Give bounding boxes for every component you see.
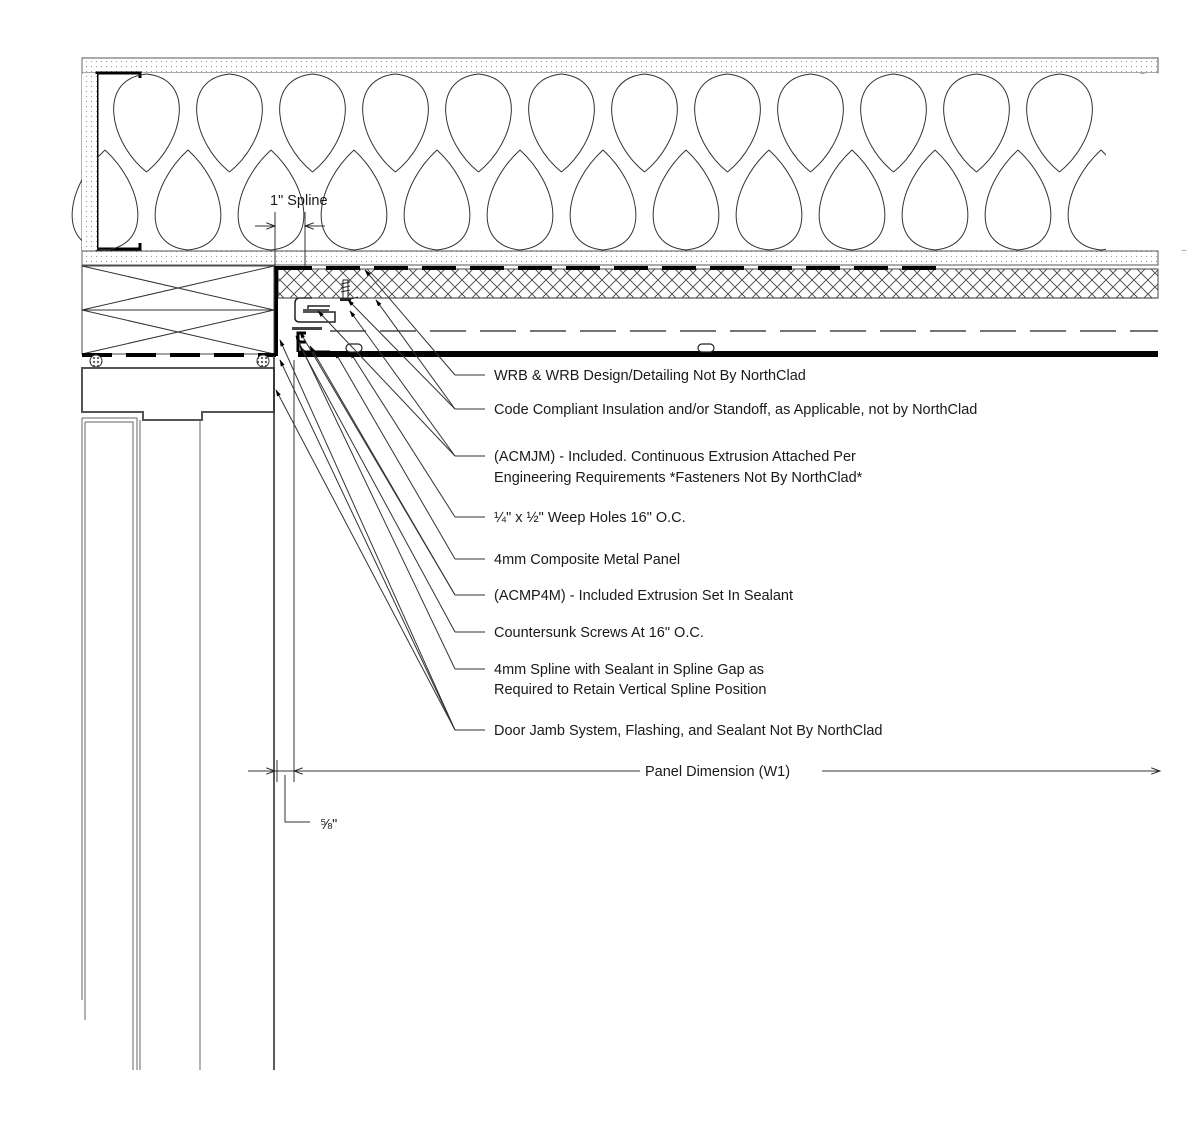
callout-insulation: Code Compliant Insulation and/or Standof… xyxy=(347,299,977,418)
leader-line xyxy=(299,345,456,633)
callout-wrb: WRB & WRB Design/Detailing Not By NorthC… xyxy=(364,269,806,384)
callout-acmp4m: (ACMP4M) - Included Extrusion Set In Sea… xyxy=(299,331,793,604)
callout-label: Countersunk Screws At 16" O.C. xyxy=(494,625,704,641)
callout-label: Door Jamb System, Flashing, and Sealant … xyxy=(494,723,882,739)
backer-rod xyxy=(256,354,270,368)
stud-cavity xyxy=(82,73,1158,251)
countersunk-screw xyxy=(340,279,359,301)
callout-acmjm: (ACMJM) - Included. Continuous Extrusion… xyxy=(317,310,863,486)
callout-label: ¼" x ½" Weep Holes 16" O.C. xyxy=(494,510,686,526)
backer-rod xyxy=(89,354,103,368)
callout-label: Engineering Requirements *Fasteners Not … xyxy=(494,470,863,486)
composite-metal-panel xyxy=(298,351,1158,357)
weep-hole xyxy=(345,343,363,353)
callout-weep: ¼" x ½" Weep Holes 16" O.C. xyxy=(349,351,686,526)
callout-label: 4mm Composite Metal Panel xyxy=(494,552,680,568)
dim-spline-label: 1" Spline xyxy=(270,193,328,209)
leader-line xyxy=(279,339,456,731)
callout-door-jamb: Door Jamb System, Flashing, and Sealant … xyxy=(275,339,882,739)
leader-line xyxy=(375,299,456,410)
leader-line xyxy=(364,269,456,376)
leader-line xyxy=(347,299,456,410)
acmjm-extrusion xyxy=(294,297,336,323)
exterior-sheathing-bottom xyxy=(81,250,1159,266)
acmjm-insert xyxy=(303,309,329,313)
rigid-insulation xyxy=(277,268,1159,299)
leader-line xyxy=(334,351,456,560)
callout-panel: 4mm Composite Metal Panel xyxy=(334,351,680,568)
leader-line xyxy=(279,359,456,731)
door-frame-profile xyxy=(81,367,275,421)
callout-label: 4mm Spline with Sealant in Spline Gap as xyxy=(494,662,764,678)
panel-system xyxy=(274,266,1159,357)
callout-spline: 4mm Spline with Sealant in Spline Gap as… xyxy=(295,335,766,698)
dim-panel-label: Panel Dimension (W1) xyxy=(645,764,790,780)
leader-line xyxy=(295,335,456,670)
dim-gap-label: ⅝" xyxy=(320,817,337,833)
batt-insulation xyxy=(71,73,1200,251)
leader-line xyxy=(317,310,456,457)
weep-hole xyxy=(697,343,715,353)
dimensions: 1" Spline Panel Dimension (W1) ⅝" xyxy=(248,193,1160,833)
callouts: WRB & WRB Design/Detailing Not By NorthC… xyxy=(275,269,977,739)
callout-label: (ACMP4M) - Included Extrusion Set In Sea… xyxy=(494,588,793,604)
leader-line xyxy=(349,310,456,457)
callout-label: (ACMJM) - Included. Continuous Extrusion… xyxy=(494,449,856,465)
callout-label: Code Compliant Insulation and/or Standof… xyxy=(494,402,977,418)
wall-assembly xyxy=(71,57,1200,266)
leader-line xyxy=(349,351,456,518)
callout-label: WRB & WRB Design/Detailing Not By NorthC… xyxy=(494,368,806,384)
leader-line xyxy=(309,345,456,596)
door-jamb xyxy=(81,265,295,1070)
callout-label: Required to Retain Vertical Spline Posit… xyxy=(494,682,766,698)
spline xyxy=(292,327,322,330)
leader-line xyxy=(275,389,456,731)
exterior-sheathing-top xyxy=(81,57,1159,74)
callout-screws: Countersunk Screws At 16" O.C. xyxy=(299,345,704,641)
